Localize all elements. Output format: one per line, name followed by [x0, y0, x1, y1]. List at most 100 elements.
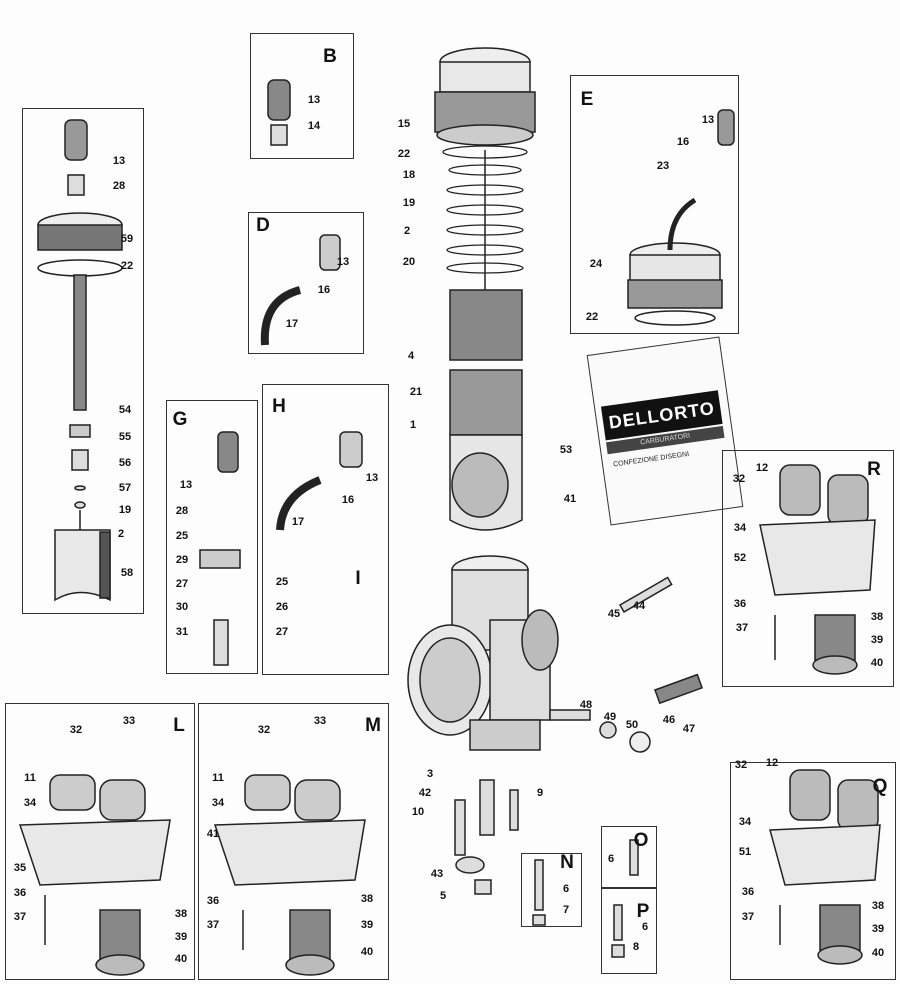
- inset-box-p: [601, 888, 657, 974]
- part-callout: 33: [122, 715, 136, 727]
- part-callout: 5: [439, 890, 447, 902]
- part-callout: 44: [632, 600, 646, 612]
- part-callout: 50: [625, 719, 639, 731]
- part-callout: 22: [585, 311, 599, 323]
- part-callout: 34: [23, 797, 37, 809]
- part-callout: 36: [733, 598, 747, 610]
- dellorto-bag: DELLORTO CARBURATORI CONFEZIONE DISEGNI: [586, 336, 744, 526]
- part-callout: 38: [871, 900, 885, 912]
- part-callout: 45: [607, 608, 621, 620]
- part-callout: 38: [174, 908, 188, 920]
- part-callout: 36: [13, 887, 27, 899]
- part-callout: 13: [701, 114, 715, 126]
- part-callout: 37: [741, 911, 755, 923]
- part-callout: 59: [120, 233, 134, 245]
- part-callout: 39: [870, 634, 884, 646]
- part-callout: 3: [426, 768, 434, 780]
- part-callout: 33: [313, 715, 327, 727]
- inset-box-b: [250, 33, 354, 159]
- part-callout: 40: [360, 946, 374, 958]
- part-callout: 2: [403, 225, 411, 237]
- part-callout: 58: [120, 567, 134, 579]
- part-callout: 12: [755, 462, 769, 474]
- part-callout: 55: [118, 431, 132, 443]
- part-callout: 40: [870, 657, 884, 669]
- part-callout: 54: [118, 404, 132, 416]
- inset-box-n: [521, 853, 582, 927]
- part-callout: 37: [206, 919, 220, 931]
- part-callout: 32: [69, 724, 83, 736]
- float-bowl-Q: [769, 769, 881, 965]
- inset-box-left: [22, 108, 144, 614]
- part-callout: 12: [765, 757, 779, 769]
- part-callout: 27: [275, 626, 289, 638]
- part-callout: 43: [430, 868, 444, 880]
- part-callout: 42: [418, 787, 432, 799]
- inset-letter-i: I: [355, 568, 361, 589]
- part-callout: 7: [562, 904, 570, 916]
- inset-letter-d: D: [256, 215, 270, 236]
- part-callout: 20: [402, 256, 416, 268]
- part-callout: 16: [317, 284, 331, 296]
- inset-box-q: [730, 762, 896, 980]
- part-callout: 14: [307, 120, 321, 132]
- part-callout: 31: [175, 626, 189, 638]
- part-callout: 25: [175, 530, 189, 542]
- part-callout: 37: [13, 911, 27, 923]
- part-callout: 13: [179, 479, 193, 491]
- part-callout: 32: [257, 724, 271, 736]
- inset-letter-b: B: [323, 46, 337, 67]
- part-callout: 52: [733, 552, 747, 564]
- inset-box-o: [601, 826, 657, 888]
- part-callout: 22: [120, 260, 134, 272]
- part-callout: 17: [291, 516, 305, 528]
- part-callout: 25: [275, 576, 289, 588]
- inset-box-g: [166, 400, 258, 674]
- part-callout: 29: [175, 554, 189, 566]
- part-callout: 16: [341, 494, 355, 506]
- part-callout: 30: [175, 601, 189, 613]
- inset-letter-p: P: [636, 901, 650, 922]
- part-callout: 36: [206, 895, 220, 907]
- part-callout: 6: [607, 853, 615, 865]
- slide-sleeve: [449, 369, 523, 436]
- part-callout: 51: [738, 846, 752, 858]
- part-callout: 37: [735, 622, 749, 634]
- part-callout: 36: [741, 886, 755, 898]
- part-callout: 16: [676, 136, 690, 148]
- inset-box-e: [570, 75, 739, 334]
- part-callout: 9: [536, 787, 544, 799]
- inset-letter-r: R: [867, 459, 881, 480]
- part-callout: 15: [397, 118, 411, 130]
- e-cap: [627, 109, 735, 326]
- part-callout: 40: [174, 953, 188, 965]
- part-callout: 24: [589, 258, 603, 270]
- part-callout: 17: [285, 318, 299, 330]
- part-callout: 34: [733, 522, 747, 534]
- inset-box-r: [722, 450, 894, 687]
- part-callout: 13: [336, 256, 350, 268]
- part-callout: 6: [641, 921, 649, 933]
- part-callout: 47: [682, 723, 696, 735]
- part-callout: 49: [603, 711, 617, 723]
- part-callout: 18: [402, 169, 416, 181]
- part-callout: 11: [212, 772, 224, 784]
- part-callout: 34: [738, 816, 752, 828]
- throttle-slide: [449, 289, 523, 361]
- inset-box-l: [5, 703, 195, 980]
- part-callout: 32: [734, 759, 748, 771]
- part-callout: 56: [118, 457, 132, 469]
- part-callout: 19: [118, 504, 132, 516]
- part-callout: 53: [559, 444, 573, 456]
- part-callout: 28: [112, 180, 126, 192]
- part-callout: 39: [360, 919, 374, 931]
- inset-letter-h: H: [272, 396, 286, 417]
- left-choke-assembly: [37, 119, 123, 602]
- inset-letter-q: Q: [872, 776, 888, 797]
- float-bowl-L: [18, 774, 171, 976]
- part-callout: 35: [13, 862, 27, 874]
- part-callout: 10: [411, 806, 425, 818]
- part-callout: 1: [409, 419, 417, 431]
